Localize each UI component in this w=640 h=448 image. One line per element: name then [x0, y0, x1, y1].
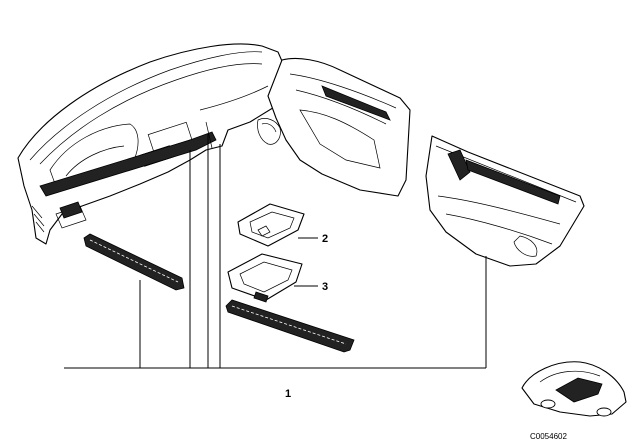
leader-lines: [64, 134, 487, 369]
rear-door-panel-icon: [425, 135, 585, 267]
callout-3: 3: [322, 281, 328, 293]
image-code: C0054602: [530, 432, 567, 441]
callout-2: 2: [322, 233, 328, 245]
dashboard-icon: [17, 43, 288, 245]
console-trim-2-icon: [237, 203, 305, 247]
lower-trim-strip-center-icon: [225, 299, 355, 353]
console-trim-3-icon: [227, 253, 303, 303]
car-thumbnail-icon: [521, 361, 627, 417]
front-door-panel-icon: [257, 57, 411, 197]
callout-1: 1: [285, 388, 291, 400]
lower-trim-strip-left-icon: [83, 233, 185, 291]
